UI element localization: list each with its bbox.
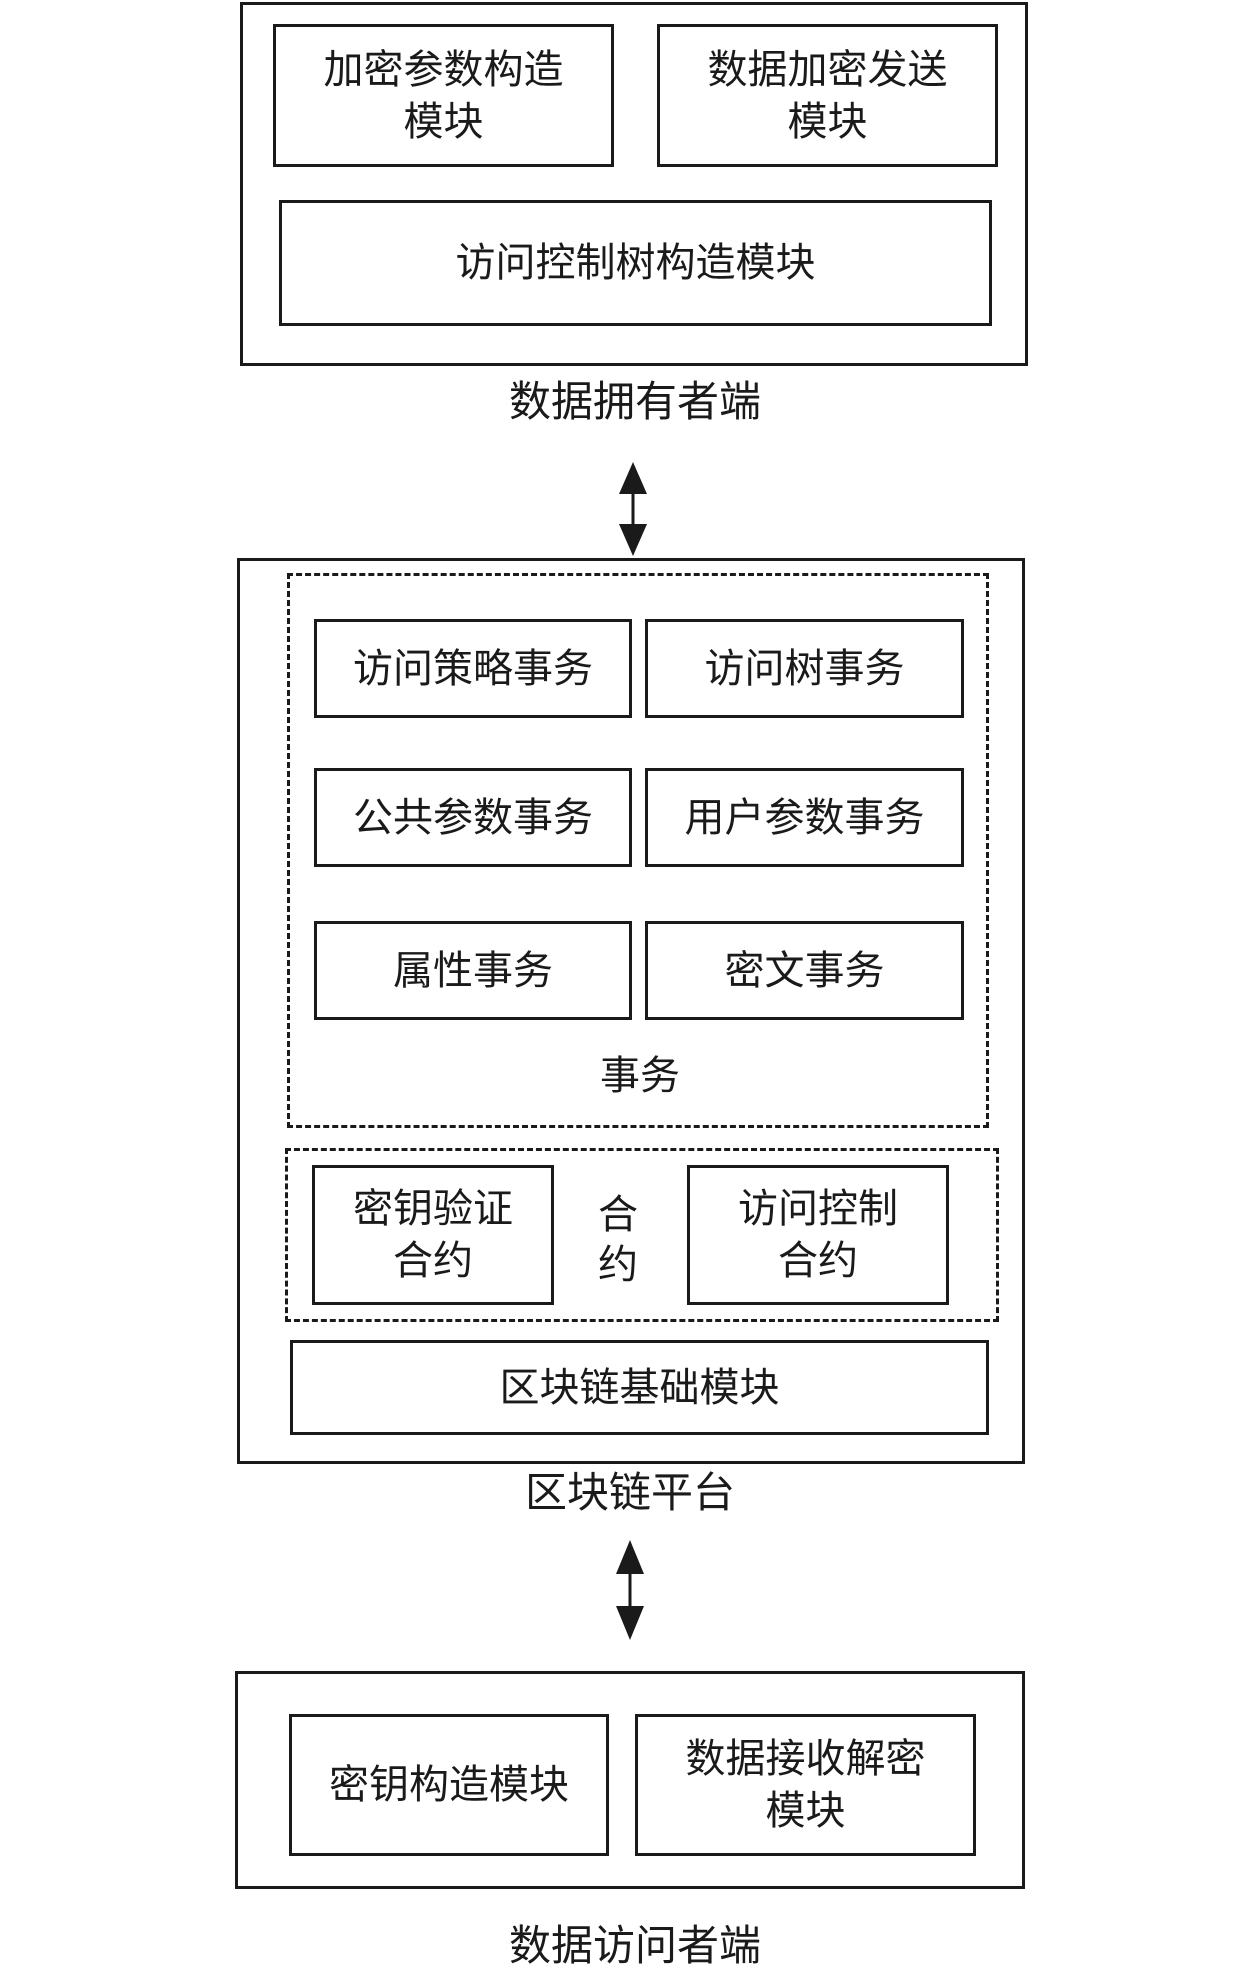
user-param-transaction: 用户参数事务 (645, 768, 964, 867)
public-param-transaction: 公共参数事务 (314, 768, 632, 867)
contracts-label: 合 约 (598, 1192, 638, 1288)
key-build-module: 密钥构造模块 (289, 1714, 609, 1856)
data-encrypt-send-module: 数据加密发送 模块 (657, 24, 998, 167)
transactions-label: 事务 (600, 1053, 680, 1099)
blockchain-platform-frame (237, 558, 1025, 1464)
access-control-contract: 访问控制 合约 (687, 1165, 949, 1305)
data-receive-decrypt-module: 数据接收解密 模块 (635, 1714, 976, 1856)
transactions-group (287, 573, 989, 1128)
data-accessor-frame (235, 1671, 1025, 1889)
access-tree-transaction: 访问树事务 (645, 619, 964, 718)
access-tree-build-module: 访问控制树构造模块 (279, 200, 992, 326)
data-owner-frame (240, 2, 1028, 366)
data-accessor-label: 数据访问者端 (508, 1921, 761, 1970)
blockchain-base-module: 区块链基础模块 (290, 1340, 989, 1435)
blockchain-platform-label: 区块链平台 (524, 1468, 735, 1517)
key-verify-contract: 密钥验证 合约 (312, 1165, 554, 1305)
data-owner-label: 数据拥有者端 (508, 377, 761, 426)
contracts-group (285, 1148, 999, 1322)
ciphertext-transaction: 密文事务 (645, 921, 964, 1020)
owner-platform-arrow (619, 462, 647, 556)
attribute-transaction: 属性事务 (314, 921, 632, 1020)
encrypt-param-module: 加密参数构造 模块 (273, 24, 614, 167)
platform-accessor-arrow (616, 1540, 644, 1640)
access-policy-transaction: 访问策略事务 (314, 619, 632, 718)
